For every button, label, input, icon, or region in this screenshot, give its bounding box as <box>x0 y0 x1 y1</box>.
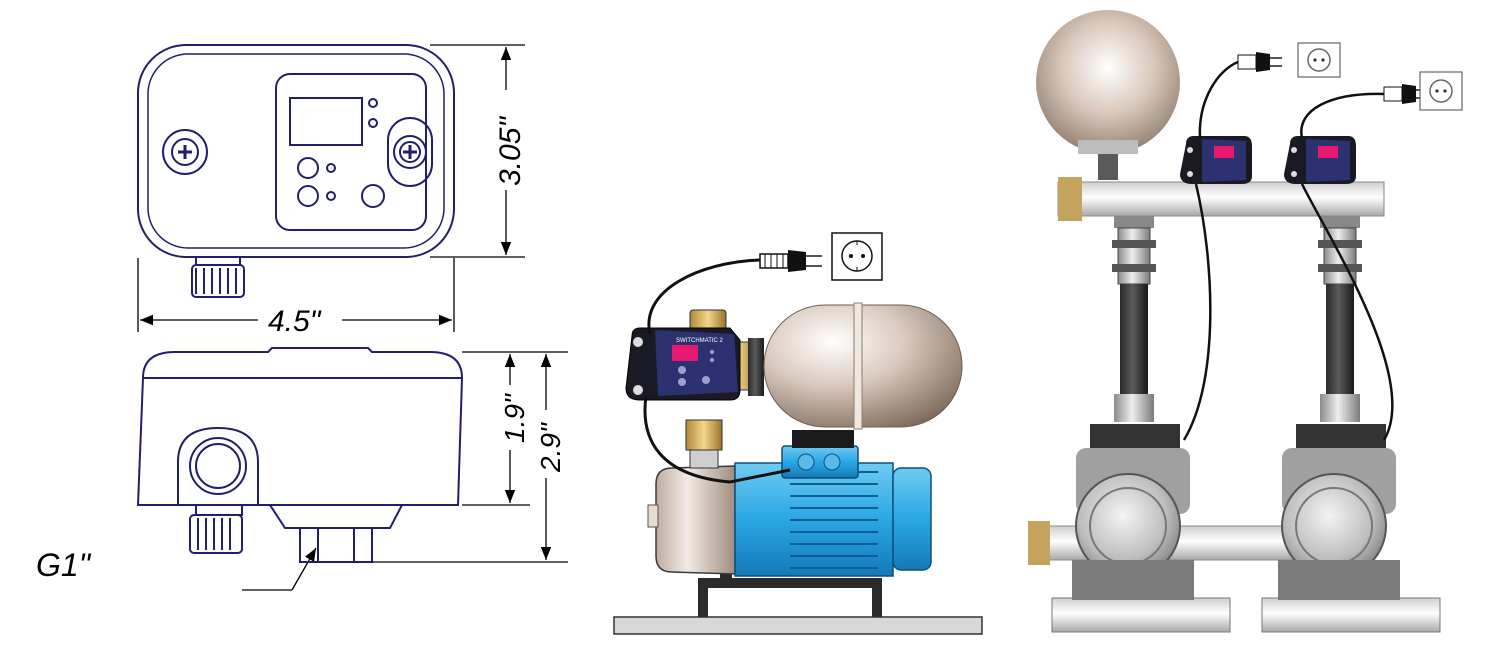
dimension-width <box>137 258 455 332</box>
thread-leader <box>242 547 317 591</box>
pressure-tank <box>763 304 963 428</box>
controller-display <box>1318 146 1338 158</box>
sphere-tank <box>1036 10 1180 154</box>
power-plug-icon <box>759 250 822 272</box>
top-manifold <box>1057 181 1385 217</box>
schuko-socket-icon <box>1297 42 1341 78</box>
power-plug-icon <box>1237 52 1282 72</box>
platform <box>613 616 983 635</box>
controller-unit-left <box>1180 136 1252 184</box>
dimension-height-side-body-label: 1.9" <box>499 393 530 443</box>
dimension-height-front <box>430 44 525 258</box>
phillips-screw-icon <box>387 117 433 187</box>
pump-stack-right <box>1278 216 1400 600</box>
schuko-socket-icon <box>1419 71 1463 111</box>
side-view-drawing <box>136 347 464 563</box>
controller-display <box>1214 146 1234 158</box>
dimension-height-side-body <box>462 351 568 506</box>
single-pump-illustration: SWITCHMATIC 2 <box>613 258 983 635</box>
pump-head <box>655 465 736 575</box>
dimension-width-label: 4.5" <box>268 305 322 338</box>
thread-size-label: G1" <box>36 547 92 583</box>
dimension-height-front-label: 3.05" <box>494 116 527 186</box>
dimension-height-side-total <box>372 354 568 563</box>
front-view-drawing <box>137 44 455 298</box>
schuko-socket-icon <box>831 232 883 281</box>
controller-model-label: SWITCHMATIC 2 <box>676 338 724 344</box>
controller-display <box>672 345 698 361</box>
pump-stack-left <box>1072 216 1194 600</box>
phillips-screw-icon <box>162 129 208 175</box>
controller-unit: SWITCHMATIC 2 <box>625 327 741 401</box>
dimension-height-side-total-label: 2.9" <box>535 422 566 473</box>
cables-right <box>1182 60 1394 441</box>
controller-unit-right <box>1284 136 1356 184</box>
